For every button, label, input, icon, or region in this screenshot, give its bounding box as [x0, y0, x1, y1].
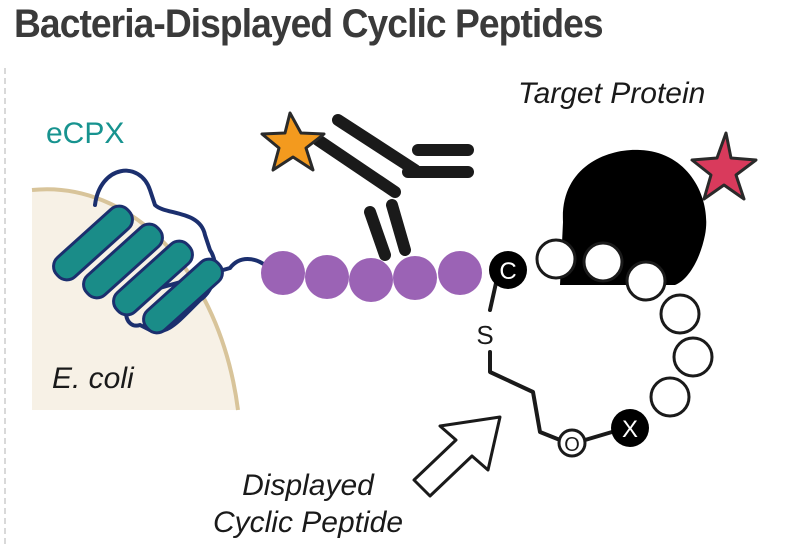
target-protein-label: Target Protein — [518, 77, 705, 110]
ecpx-protein — [52, 168, 267, 335]
x-residue-label: X — [622, 416, 638, 443]
star-icon-orange — [260, 111, 326, 172]
ecpx-helix — [82, 222, 164, 300]
cyclic-peptide-ring — [535, 238, 714, 418]
x-residue — [611, 409, 649, 447]
hollow-arrow-icon — [412, 415, 502, 498]
ecpx-label: eCPX — [46, 117, 124, 150]
peptide-residue — [535, 238, 577, 280]
linker-bead — [261, 251, 305, 295]
sulfur-label: S — [476, 320, 493, 350]
antibody-icon — [312, 114, 474, 261]
linker-chain — [261, 251, 482, 302]
oxygen-label: O — [564, 434, 580, 456]
linker-bead — [305, 255, 349, 299]
target-protein-blob — [560, 149, 707, 285]
ecpx-helix — [112, 239, 194, 317]
cysteine-label: C — [499, 258, 516, 285]
linker-bead — [393, 256, 437, 300]
dashed-divider — [4, 68, 6, 544]
displayed-label-line1: Displayed — [242, 469, 375, 502]
ecpx-helix — [52, 204, 134, 282]
peptide-residue — [582, 241, 624, 283]
page-title: Bacteria-Displayed Cyclic Peptides — [14, 2, 604, 46]
cell-membrane — [31, 187, 240, 411]
ecpx-helix — [142, 257, 224, 335]
peptide-residue — [625, 260, 667, 302]
thioether-linker — [488, 281, 562, 442]
linker-bead — [349, 258, 393, 302]
displayed-label-line2: Cyclic Peptide — [213, 506, 403, 539]
ecoli-label: E. coli — [52, 362, 135, 395]
peptide-residue — [649, 376, 691, 418]
peptide-residue — [659, 293, 701, 335]
cysteine-residue — [489, 251, 527, 289]
linker-bead — [438, 251, 482, 295]
peptide-residue — [672, 336, 714, 378]
star-icon-pink — [690, 131, 758, 201]
oxygen-residue — [557, 428, 587, 458]
o-x-bond — [583, 430, 614, 442]
